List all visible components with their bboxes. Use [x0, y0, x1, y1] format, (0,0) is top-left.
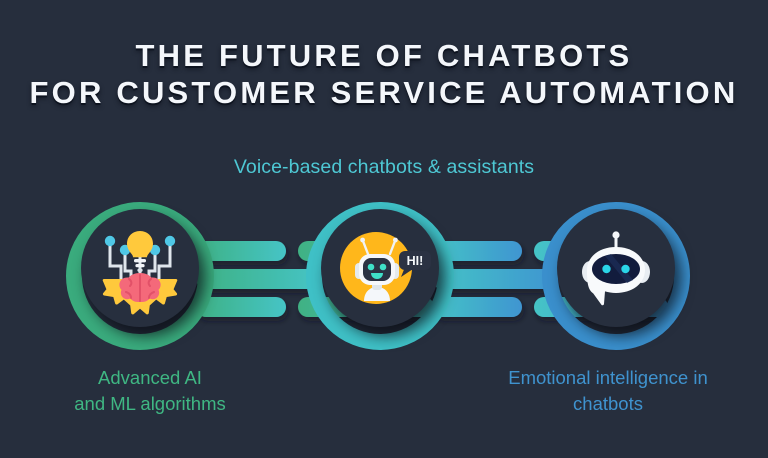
node-advanced-ai[interactable]	[66, 202, 214, 350]
bot-eye	[621, 264, 630, 274]
subtitle-voice-chatbots: Voice-based chatbots & assistants	[233, 156, 535, 178]
speech-bubble-text: HI!	[407, 254, 424, 268]
page-title: The Future of Chatbots For Customer Serv…	[0, 38, 768, 111]
brain-gear-lightbulb-icon	[81, 209, 199, 327]
lightbulb-icon	[127, 231, 153, 272]
antenna-tip	[612, 231, 620, 239]
robot-greeting-icon: HI!	[321, 209, 439, 327]
circuit-node-dot	[149, 244, 161, 256]
circuit-node-dot	[104, 235, 116, 247]
caption-line-1: Emotional intelligence in	[508, 367, 708, 388]
caption-advanced-ai: Advanced AI and ML algorithms	[20, 365, 280, 418]
node-voice-chatbot[interactable]: HI!	[306, 202, 454, 350]
robot-face	[363, 258, 391, 281]
robot-smile	[371, 273, 383, 279]
caption-line-2: chatbots	[573, 393, 643, 415]
circuit-node-dot	[119, 244, 131, 256]
bot-eye	[602, 264, 611, 274]
caption-emotional-intelligence: Emotional intelligence in chatbots	[462, 365, 754, 418]
brain-icon	[119, 273, 161, 302]
robot-eye	[379, 263, 387, 271]
caption-line-1: Advanced AI	[98, 367, 202, 388]
chatbot-head-icon	[557, 209, 675, 327]
robot-body	[364, 287, 390, 301]
caption-line-2: and ML algorithms	[74, 393, 226, 415]
speech-bubble: HI!	[399, 251, 431, 277]
circuit-node-dot	[164, 235, 176, 247]
node-emotional-intelligence[interactable]	[542, 202, 690, 350]
title-line-1: The Future of Chatbots	[135, 38, 633, 73]
title-line-2: For Customer Service Automation	[29, 74, 739, 110]
robot-eye	[367, 263, 375, 271]
